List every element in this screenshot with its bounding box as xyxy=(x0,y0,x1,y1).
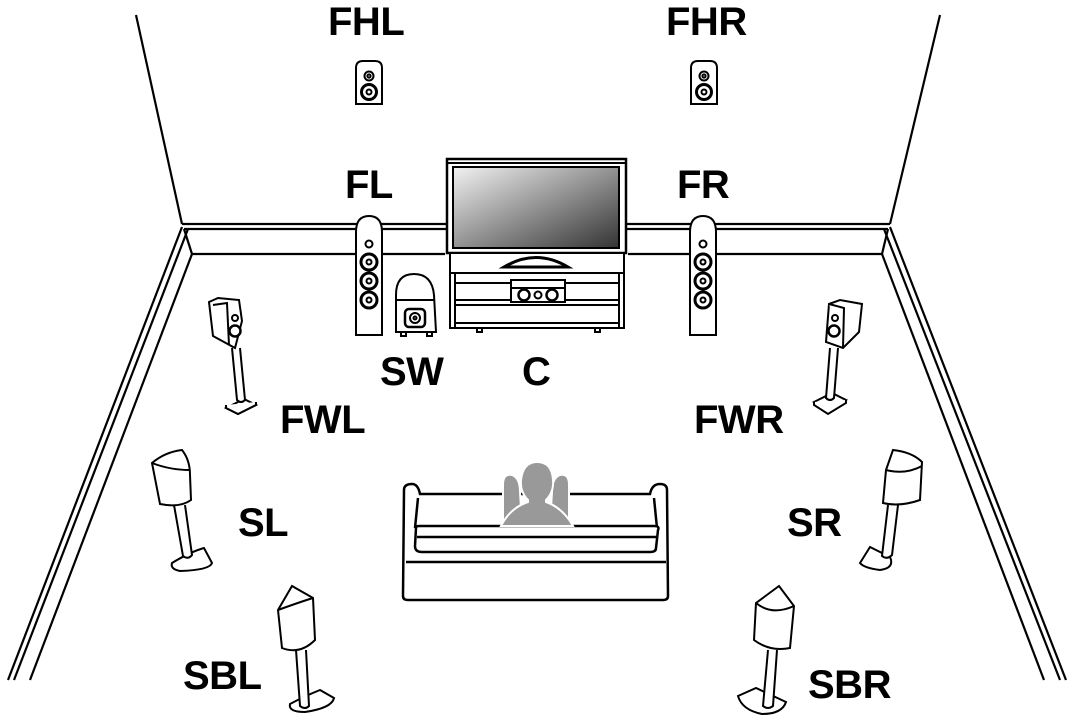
label-fhl: FHL xyxy=(328,0,405,44)
tv-icon xyxy=(445,157,628,274)
label-fhr: FHR xyxy=(666,0,747,44)
label-c: C xyxy=(522,350,551,394)
speaker-fwr-icon xyxy=(811,298,864,416)
room-walls xyxy=(6,14,1068,681)
speaker-fwl-icon xyxy=(207,296,259,416)
label-sw: SW xyxy=(380,350,444,394)
label-sbr: SBR xyxy=(808,663,891,707)
speaker-fl-icon xyxy=(355,214,383,336)
speaker-sbr-icon xyxy=(736,584,796,716)
listener-icon xyxy=(499,460,575,527)
label-fwr: FWR xyxy=(694,398,784,442)
speaker-sl-icon xyxy=(150,448,214,573)
label-fwl: FWL xyxy=(280,398,366,442)
subwoofer-icon xyxy=(395,272,438,337)
label-sr: SR xyxy=(787,501,842,545)
label-sl: SL xyxy=(238,501,289,545)
speaker-sr-icon xyxy=(858,448,924,572)
speaker-c-icon xyxy=(510,279,566,303)
speaker-sbl-icon xyxy=(276,584,336,714)
speaker-fhr-icon xyxy=(690,60,718,105)
speaker-fhl-icon xyxy=(355,60,383,105)
speaker-fr-icon xyxy=(689,214,717,336)
label-sbl: SBL xyxy=(183,654,262,698)
sofa-icon xyxy=(401,482,670,602)
label-fl: FL xyxy=(345,163,393,207)
label-fr: FR xyxy=(677,163,730,207)
